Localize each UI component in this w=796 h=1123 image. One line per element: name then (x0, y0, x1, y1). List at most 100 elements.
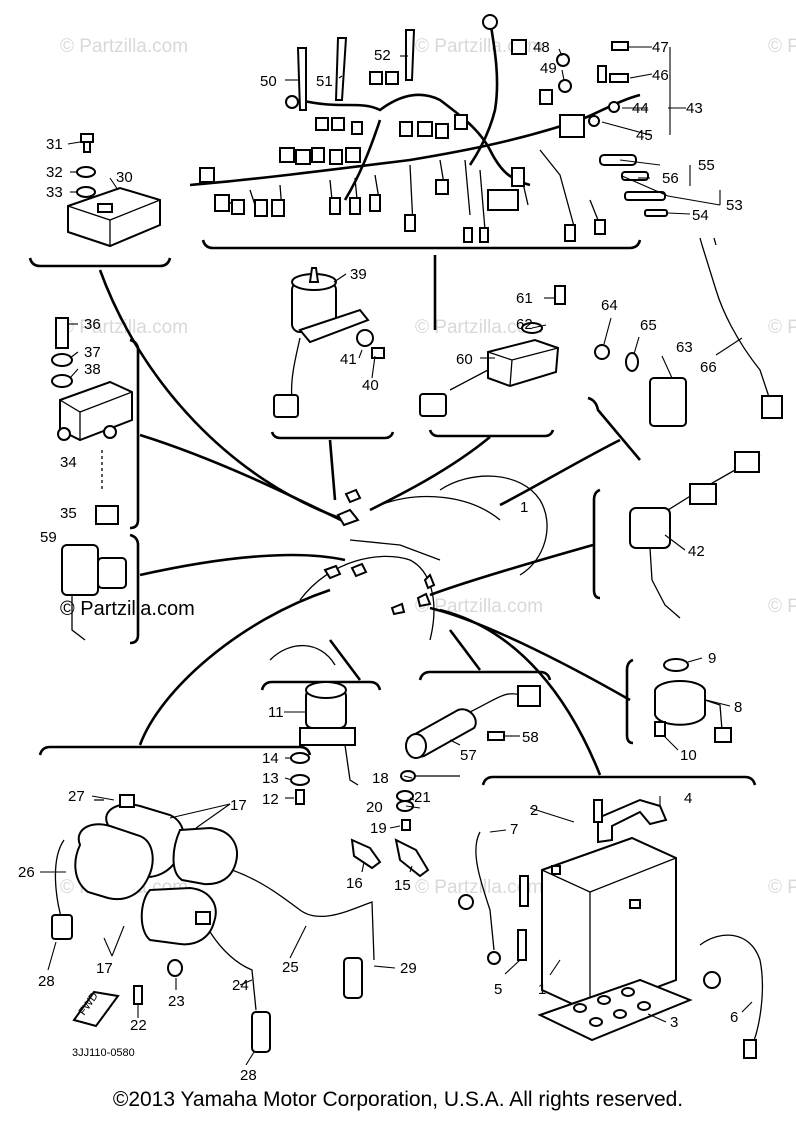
callout-label: 18 (372, 770, 389, 787)
bracket-cdi-group (28, 257, 172, 268)
callout-label: 24 (232, 977, 249, 994)
callout-label: 49 (540, 60, 557, 77)
callout-label: 15 (394, 877, 411, 894)
callout-label: 35 (60, 505, 77, 522)
callout-label: 48 (533, 39, 550, 56)
callout-label: 3 (670, 1014, 678, 1031)
callout-label: 28 (240, 1067, 257, 1084)
bracket-horn (625, 658, 634, 745)
callout-label: 5 (494, 981, 502, 998)
callout-label: 1 (520, 499, 528, 516)
callout-label: 9 (708, 650, 716, 667)
cdi-unit (67, 133, 161, 248)
callout-label: 56 (662, 170, 679, 187)
callout-label: 55 (698, 157, 715, 174)
bracket-regulator (129, 338, 140, 530)
callout-label: 47 (652, 39, 669, 56)
bracket-starter-motor (418, 670, 552, 681)
callout-label: 29 (400, 960, 417, 977)
callout-label: 33 (46, 184, 63, 201)
battery-assembly (458, 798, 764, 1059)
callout-label: 16 (346, 875, 363, 892)
frame-connection-points (323, 488, 436, 616)
callout-label: 31 (46, 136, 63, 153)
callout-labels: 47 46 44 43 45 48 49 52 51 50 55 56 53 5… (18, 39, 743, 1084)
callout-label: 44 (632, 100, 649, 117)
wire-bands (296, 29, 416, 111)
wire-harness (189, 14, 641, 243)
neutral-oil-switches (350, 770, 460, 878)
callout-label: 34 (60, 454, 77, 471)
callout-label: 25 (282, 959, 299, 976)
callout-label: 58 (522, 729, 539, 746)
callout-label: 14 (262, 750, 279, 767)
callout-label: 32 (46, 164, 63, 181)
callout-label: 11 (268, 704, 284, 721)
callout-label: 37 (84, 344, 101, 361)
callout-label: 27 (68, 788, 85, 805)
callout-label: 51 (316, 73, 333, 90)
watermark-text: © Partzilla.com (768, 317, 796, 338)
callout-label: 63 (676, 339, 693, 356)
watermark-text: © Partzilla.com (415, 877, 543, 898)
callout-label: 38 (84, 361, 101, 378)
watermark-text: © Partzilla.com (768, 596, 796, 617)
starter-motor (405, 685, 541, 759)
callout-label: 52 (374, 47, 391, 64)
watermark-featured: © Partzilla.com (60, 598, 195, 620)
routing-lines (98, 255, 631, 776)
watermark-text: © Partzilla.com (768, 36, 796, 57)
callout-label: 10 (680, 747, 697, 764)
callout-label: 13 (262, 770, 279, 787)
callout-label: 54 (692, 207, 709, 224)
callout-label: 28 (38, 973, 55, 990)
callout-label: 2 (530, 802, 538, 819)
frame-silhouette (269, 475, 548, 666)
watermark-text: © Partzilla.com (768, 877, 796, 898)
bracket-harness-group (201, 239, 642, 250)
callout-label: 45 (636, 127, 653, 144)
callout-label: 60 (456, 351, 473, 368)
callout-label: 53 (726, 197, 743, 214)
callout-label: 64 (601, 297, 618, 314)
horn (654, 658, 732, 743)
watermark-text: © Partzilla.com (60, 36, 188, 57)
callout-label: 1 (538, 981, 546, 998)
sidestand-switch (629, 451, 761, 619)
ignition-coils: FWD (51, 794, 375, 1053)
flasher-relay (419, 285, 566, 417)
callout-label: 19 (370, 820, 387, 837)
bracket-ignition-coils (38, 745, 312, 756)
callout-label: 4 (684, 790, 692, 807)
callout-label: 62 (516, 316, 533, 333)
callout-label: 41 (340, 351, 357, 368)
copyright-notice: ©2013 Yamaha Motor Corporation, U.S.A. A… (112, 1088, 684, 1111)
watermark-text: © Partzilla.com (415, 317, 543, 338)
callout-label: 46 (652, 67, 669, 84)
drawing-code: 3JJ110-0580 (72, 1047, 135, 1059)
callout-label: 66 (700, 359, 717, 376)
bracket-main-switch (270, 431, 395, 440)
callout-label: 23 (168, 993, 185, 1010)
callout-label: 20 (366, 799, 383, 816)
callout-label: 26 (18, 864, 35, 881)
bracket-relay (428, 429, 555, 438)
rectifier-regulator (51, 317, 133, 525)
callout-label: 17 (230, 797, 247, 814)
callout-label: 12 (262, 791, 279, 808)
callout-label: 36 (84, 316, 101, 333)
callout-label: 42 (688, 543, 705, 560)
callout-label: 30 (116, 169, 133, 186)
callout-label: 61 (516, 290, 533, 307)
callout-label: 22 (130, 1017, 147, 1034)
callout-label: 39 (350, 266, 367, 283)
callout-label: 7 (510, 821, 518, 838)
bracket-flasher (587, 396, 641, 461)
bracket-sidestand-switch (592, 488, 601, 600)
starter-relay (290, 681, 359, 805)
callout-label: 40 (362, 377, 379, 394)
callout-label: 57 (460, 747, 477, 764)
callout-label: 65 (640, 317, 657, 334)
bracket-relay-59 (129, 533, 140, 645)
